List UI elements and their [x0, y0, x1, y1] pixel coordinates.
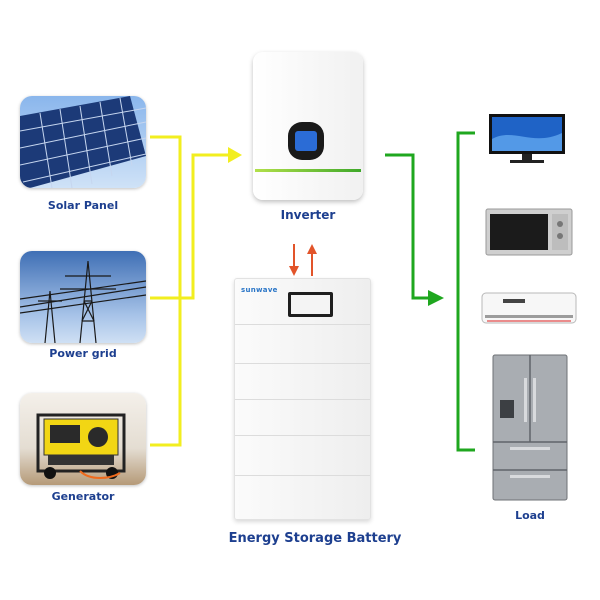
charge-discharge-arrows	[289, 244, 317, 276]
battery-label: Energy Storage Battery	[228, 531, 402, 546]
power-grid-label: Power grid	[49, 347, 117, 360]
source-wiring	[150, 135, 230, 447]
inverter-label: Inverter	[280, 208, 336, 222]
solar-panel-label: Solar Panel	[47, 199, 119, 212]
load-wiring	[385, 131, 475, 452]
solar-panel-image	[20, 96, 146, 188]
generator-image	[20, 393, 146, 485]
arrow-to-inverter-icon	[228, 147, 242, 163]
microwave-icon	[485, 208, 573, 258]
generator-label: Generator	[51, 490, 115, 503]
refrigerator-icon	[492, 354, 568, 501]
inverter-screen-icon	[288, 122, 324, 160]
battery-brand: sunwave	[241, 286, 278, 294]
inverter-led-strip	[255, 169, 361, 172]
tv-icon	[488, 113, 566, 165]
inverter-image	[253, 52, 363, 200]
battery-image: sunwave	[234, 278, 371, 520]
air-conditioner-icon	[481, 292, 577, 326]
power-grid-image	[20, 251, 146, 343]
arrow-to-load-icon	[428, 290, 444, 306]
load-label: Load	[515, 509, 545, 522]
battery-display-icon	[288, 292, 333, 317]
